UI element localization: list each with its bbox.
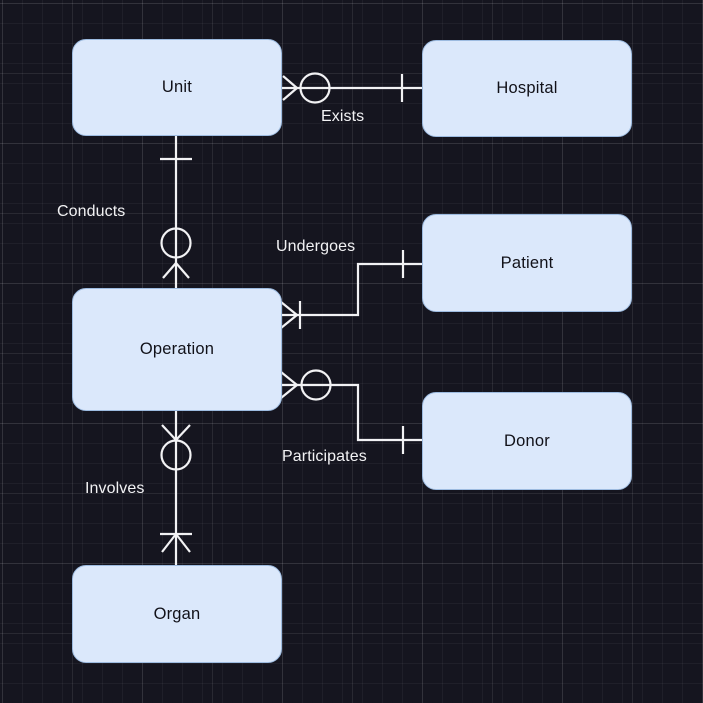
entity-hospital-label: Hospital	[496, 79, 558, 97]
entity-operation[interactable]: Operation	[72, 288, 282, 411]
relationship-label-conducts[interactable]: Conducts	[57, 203, 126, 220]
entity-donor-label: Donor	[504, 431, 550, 450]
entity-patient-label: Patient	[500, 253, 554, 272]
entity-organ-label: Organ	[153, 604, 201, 623]
edge-exists[interactable]	[282, 72, 422, 104]
entity-organ[interactable]: Organ	[72, 565, 282, 663]
relationship-label-exists[interactable]: Exists	[321, 108, 365, 125]
crowsfoot-participates-operation	[280, 371, 298, 399]
entity-operation-label: Operation	[139, 340, 215, 358]
crowsfoot-exists-unit	[282, 75, 298, 101]
entity-patient[interactable]: Patient	[422, 214, 632, 312]
crowsfoot-conducts-operation	[162, 262, 190, 279]
edge-undergoes[interactable]	[280, 250, 422, 329]
crowsfoot-involves-organ	[161, 533, 191, 553]
entity-hospital[interactable]: Hospital	[422, 40, 632, 137]
edge-involves[interactable]	[160, 411, 192, 565]
zero-circle-involves-operation	[160, 439, 192, 471]
relationship-label-undergoes[interactable]: Undergoes	[276, 238, 356, 255]
zero-circle-exists-unit	[299, 72, 331, 104]
relationship-label-participates[interactable]: Participates	[282, 448, 367, 465]
entity-unit-label: Unit	[161, 78, 193, 96]
edge-participates[interactable]	[280, 369, 422, 455]
crowsfoot-undergoes-operation	[280, 301, 298, 329]
relationship-label-involves[interactable]: Involves	[85, 480, 145, 497]
edge-conducts[interactable]	[160, 136, 192, 288]
crowsfoot-involves-operation	[161, 424, 191, 441]
entity-unit[interactable]: Unit	[72, 39, 282, 136]
entity-donor[interactable]: Donor	[422, 392, 632, 490]
zero-circle-conducts-operation	[160, 227, 192, 259]
zero-circle-participates-operation	[300, 369, 332, 401]
